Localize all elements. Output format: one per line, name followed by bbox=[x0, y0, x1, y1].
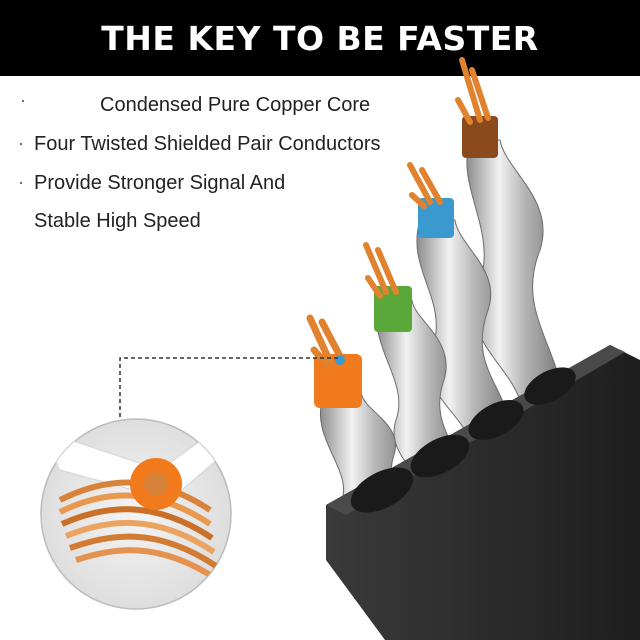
twisted-pair-brown bbox=[455, 57, 561, 401]
banner-title: THE KEY TO BE FASTER bbox=[101, 18, 539, 58]
cable-jacket bbox=[326, 345, 640, 640]
header-banner: THE KEY TO BE FASTER bbox=[0, 0, 640, 76]
callout-line bbox=[119, 357, 338, 420]
copper-core-zoom-circle bbox=[40, 418, 232, 610]
